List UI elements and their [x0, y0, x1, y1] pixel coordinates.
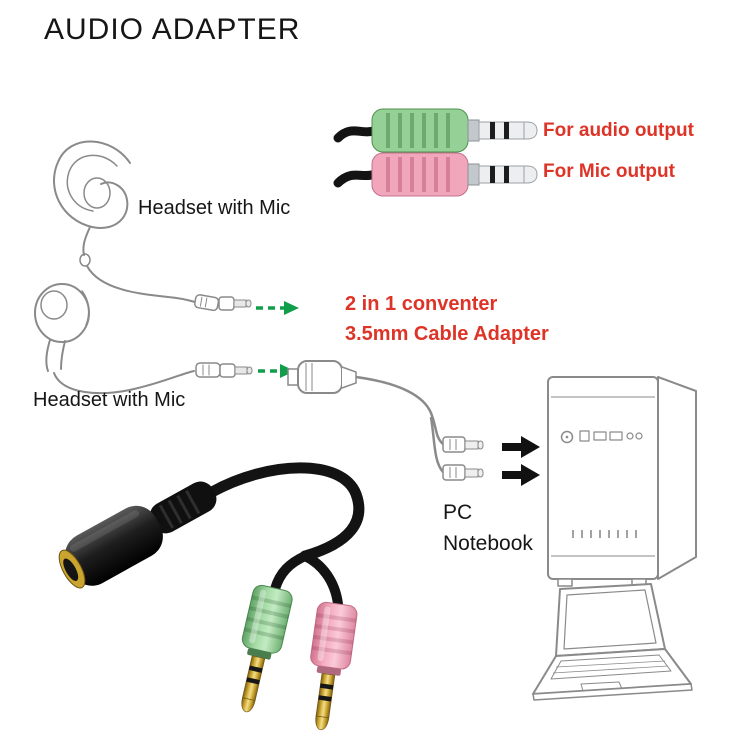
audio-output-label: For audio output: [543, 120, 694, 141]
mini-plug-1-icon: [218, 296, 252, 311]
black-arrow-a-icon: [502, 436, 540, 458]
pc-tower-icon: [547, 376, 697, 587]
female-jack-photo: [58, 481, 217, 589]
pink-plug-photo: [310, 601, 358, 731]
adapter-cable-branch-green: [270, 551, 310, 594]
page-title: AUDIO ADAPTER: [44, 13, 301, 46]
adapter-line-icon: [287, 360, 540, 486]
adapter-cable: [206, 462, 365, 562]
green-plug-cable: [333, 125, 381, 143]
earhook-headset-icon: [53, 140, 252, 312]
inline-mic-2-icon: [195, 362, 221, 378]
mini-plug-2-icon: [219, 363, 253, 378]
split-plug-b-icon: [442, 464, 484, 481]
green-dashed-arrow-1-icon: [256, 301, 299, 315]
audio-plugs-top: [333, 108, 538, 197]
laptop-icon: [532, 583, 693, 701]
converter-label-line1: 2 in 1 conventer: [345, 293, 498, 315]
pc-label-line2: Notebook: [443, 532, 533, 555]
headset-left-label: Headset with Mic: [33, 389, 186, 411]
converter-label-line2: 3.5mm Cable Adapter: [345, 323, 549, 345]
pink-plug-cable: [333, 169, 381, 188]
adapter-photo: [58, 462, 365, 731]
black-arrow-b-icon: [502, 464, 540, 486]
pc-label-line1: PC: [443, 501, 473, 524]
mic-output-label: For Mic output: [543, 161, 675, 182]
converter-label: 2 in 1 conventer 3.5mm Cable Adapter: [345, 289, 549, 349]
earbud-headset-icon: [34, 283, 253, 395]
pink-mic-plug-icon: [371, 152, 538, 197]
adapter-cable-branch-pink: [300, 551, 343, 609]
green-audio-plug-icon: [371, 108, 538, 153]
pc-notebook-label: PC Notebook: [443, 497, 533, 559]
headset-top-label: Headset with Mic: [138, 197, 291, 219]
inline-mic-icon: [194, 294, 220, 312]
split-plug-a-icon: [442, 436, 484, 453]
green-plug-photo: [241, 584, 293, 713]
